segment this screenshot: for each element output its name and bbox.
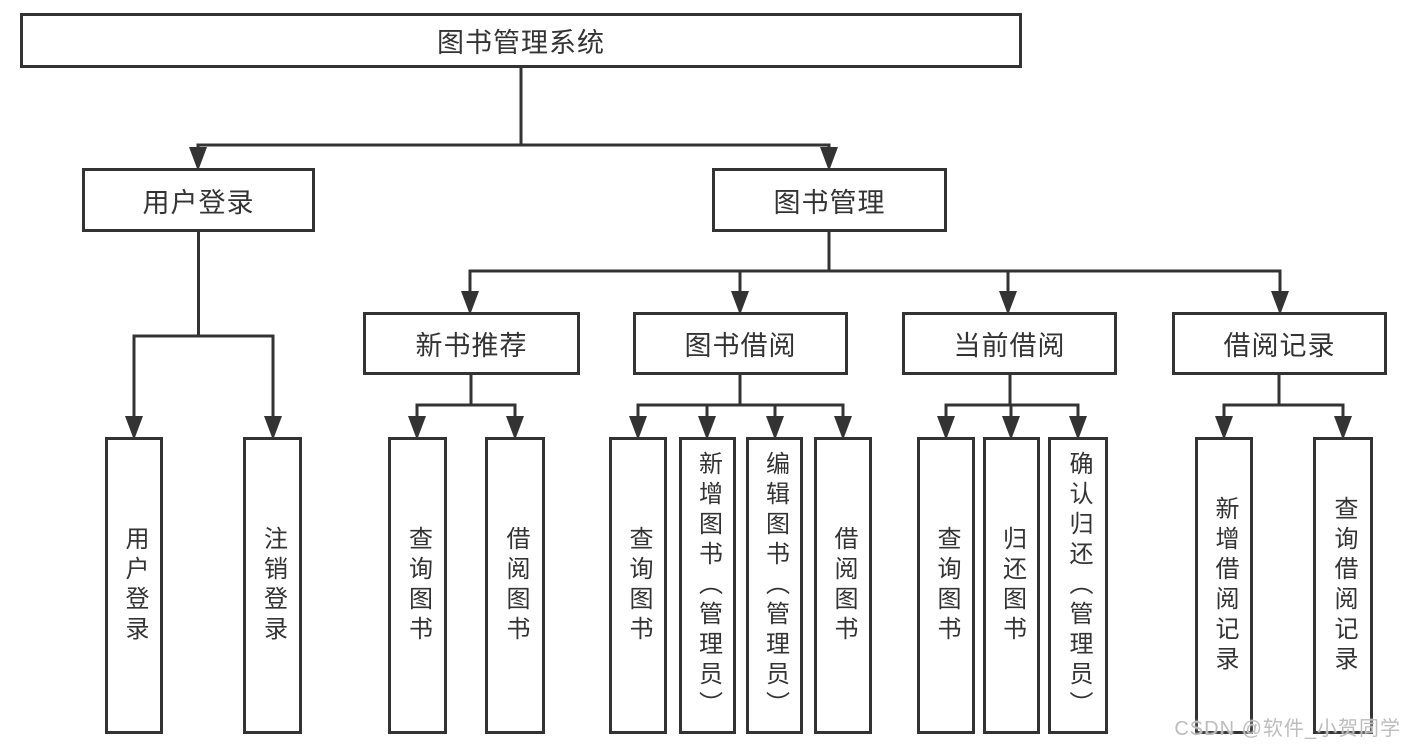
leaf-query-books-current: 查询图书 bbox=[917, 437, 975, 734]
leaf-add-borrow-record: 新增借阅记录 bbox=[1195, 437, 1253, 734]
node-borrowing-records: 借阅记录 bbox=[1172, 312, 1387, 375]
node-book-management: 图书管理 bbox=[712, 168, 947, 232]
csdn-watermark: CSDN @软件_小贺同学 bbox=[1174, 718, 1401, 740]
leaf-user-login: 用户登录 bbox=[105, 437, 163, 734]
leaf-add-books-admin: 新增图书（管理员） bbox=[679, 437, 736, 734]
node-new-book-recommendation: 新书推荐 bbox=[363, 312, 580, 375]
leaf-edit-books-admin: 编辑图书（管理员） bbox=[746, 437, 803, 734]
node-book-borrowing: 图书借阅 bbox=[633, 312, 848, 375]
node-current-borrowing: 当前借阅 bbox=[902, 312, 1117, 375]
arrowhead-icons bbox=[125, 147, 1352, 440]
leaf-borrow-books-borrowing: 借阅图书 bbox=[814, 437, 872, 734]
leaf-query-books-recommend: 查询图书 bbox=[388, 437, 447, 734]
leaf-logout: 注销登录 bbox=[243, 437, 302, 734]
leaf-query-borrow-record: 查询借阅记录 bbox=[1313, 437, 1373, 734]
node-user-login: 用户登录 bbox=[82, 168, 315, 232]
leaf-query-books-borrowing: 查询图书 bbox=[609, 437, 667, 734]
leaf-return-books: 归还图书 bbox=[983, 437, 1040, 734]
leaf-confirm-return-admin: 确认归还（管理员） bbox=[1048, 437, 1108, 734]
leaf-borrow-books-recommend: 借阅图书 bbox=[485, 437, 545, 734]
node-library-management-system: 图书管理系统 bbox=[20, 13, 1022, 68]
